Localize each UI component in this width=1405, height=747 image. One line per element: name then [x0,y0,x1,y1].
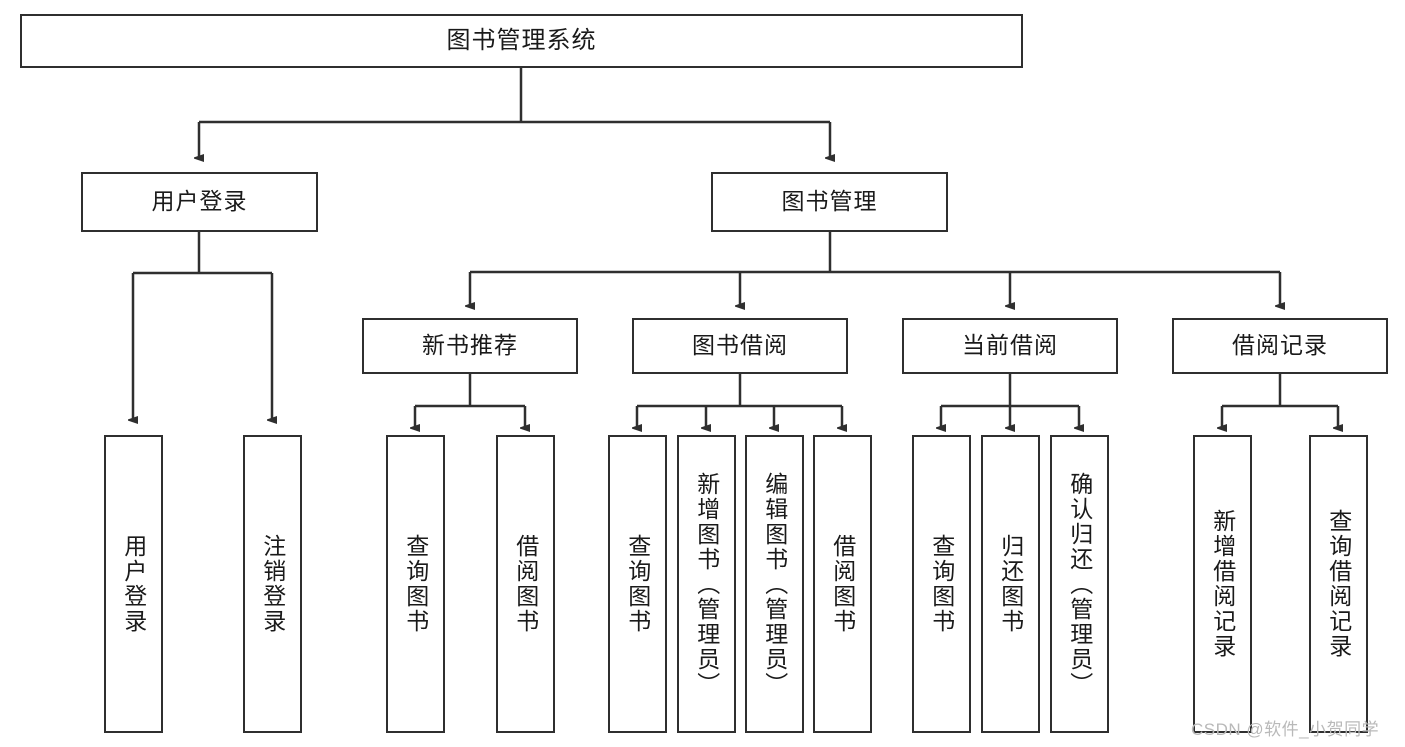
leaf-current-borrow-return[interactable]: 归还图书 [981,435,1040,733]
leaf-current-borrow-confirm-return[interactable]: 确认归还（管理员） [1050,435,1109,733]
leaf-book-borrow-add[interactable]: 新增图书（管理员） [677,435,736,733]
node-book-management[interactable]: 图书管理 [711,172,948,232]
edges-current-borrow [941,374,1079,428]
node-label: 确认归还（管理员） [1066,471,1093,697]
node-label: 新增借阅记录 [1209,509,1236,659]
edges-book-borrow [637,374,842,428]
node-label: 借阅图书 [512,534,539,634]
leaf-user-login-login[interactable]: 用户登录 [104,435,163,733]
node-root-system[interactable]: 图书管理系统 [20,14,1023,68]
node-label: 新增图书（管理员） [693,471,720,697]
leaf-user-login-logout[interactable]: 注销登录 [243,435,302,733]
edges-book-manage [470,232,1280,306]
node-label: 图书借阅 [692,332,788,359]
node-label: 归还图书 [997,534,1024,634]
leaf-book-borrow-query[interactable]: 查询图书 [608,435,667,733]
leaf-book-borrow-borrow[interactable]: 借阅图书 [813,435,872,733]
leaf-book-borrow-edit[interactable]: 编辑图书（管理员） [745,435,804,733]
edges-new-book [415,374,525,428]
csdn-watermark: CSDN @软件_小贺同学 [1191,720,1380,739]
node-label: 借阅图书 [829,534,856,634]
node-new-book-recommend[interactable]: 新书推荐 [362,318,578,374]
node-label: 编辑图书（管理员） [761,471,788,697]
leaf-borrow-record-query[interactable]: 查询借阅记录 [1309,435,1368,733]
node-label: 新书推荐 [422,332,518,359]
edges-user-login [133,232,272,420]
node-label: 查询图书 [928,534,955,634]
node-label: 图书管理 [781,188,878,215]
node-label: 用户登录 [120,534,147,634]
node-user-login[interactable]: 用户登录 [81,172,318,232]
node-label: 查询借阅记录 [1325,509,1352,659]
node-label: 借阅记录 [1232,332,1328,359]
node-label: 用户登录 [151,188,248,215]
node-book-borrow[interactable]: 图书借阅 [632,318,848,374]
leaf-new-book-query[interactable]: 查询图书 [386,435,445,733]
node-label: 图书管理系统 [446,26,597,54]
edges-borrow-record [1222,374,1338,428]
edges-root [199,68,830,158]
node-label: 注销登录 [259,534,286,634]
node-current-borrow[interactable]: 当前借阅 [902,318,1118,374]
leaf-borrow-record-add[interactable]: 新增借阅记录 [1193,435,1252,733]
node-label: 查询图书 [402,534,429,634]
leaf-current-borrow-query[interactable]: 查询图书 [912,435,971,733]
node-borrow-record[interactable]: 借阅记录 [1172,318,1388,374]
leaf-new-book-borrow[interactable]: 借阅图书 [496,435,555,733]
node-label: 查询图书 [624,534,651,634]
node-label: 当前借阅 [962,332,1058,359]
